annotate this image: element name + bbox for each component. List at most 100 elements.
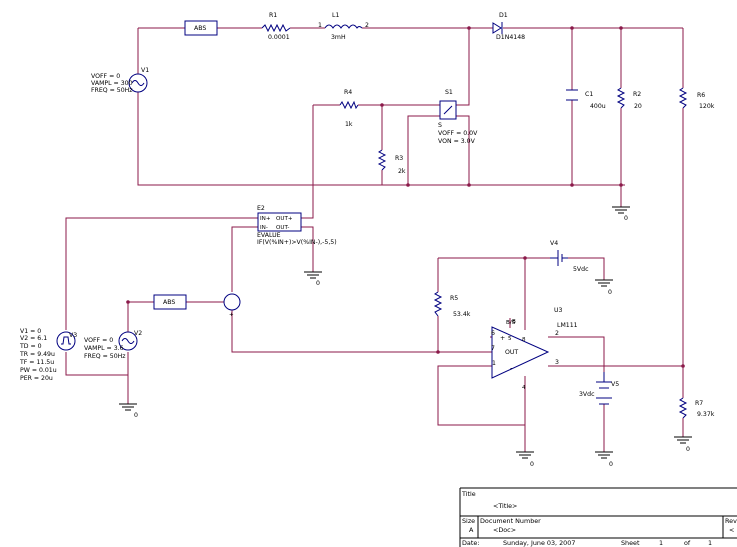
ground-symbol: 0 — [595, 451, 613, 468]
v4-ref: V4 — [550, 240, 558, 247]
ground-symbol: 0 — [119, 403, 138, 419]
resistor-r4: R4 1k — [339, 89, 359, 128]
v5-ref: V5 — [611, 381, 619, 388]
source-v1: V1 VOFF = 0 VAMPL = 300 FREQ = 50Hz — [91, 67, 149, 94]
junctions — [126, 26, 685, 368]
s1-param-1: VON = 3.0V — [438, 138, 476, 145]
v5-value: 3Vdc — [579, 391, 595, 398]
v2-param-2: FREQ = 50Hz — [84, 353, 126, 360]
u3-pin-7: 7 — [491, 345, 495, 352]
ground-label: 0 — [134, 412, 138, 419]
resistor-r1: R1 0.0001 — [261, 12, 291, 41]
ground-symbol: 0 — [674, 436, 692, 453]
resistor-r3: R3 2k — [377, 149, 406, 175]
s1-ref: S1 — [445, 89, 453, 96]
v3-param-5: PW = 0.01u — [20, 367, 57, 374]
u3-pin-8: 8 — [522, 337, 526, 343]
r4-ref: R4 — [344, 89, 352, 96]
resistor-r7: R7 9.37k — [678, 397, 715, 419]
d1-ref: D1 — [499, 12, 508, 19]
r5-ref: R5 — [450, 295, 458, 302]
e2-out-plus: OUT+ — [276, 216, 293, 222]
d1-value: D1N4148 — [496, 34, 525, 41]
c1-ref: C1 — [585, 91, 593, 98]
ground-label: 0 — [608, 289, 612, 296]
source-v2: V2 VOFF = 0 VAMPL = 3.6 FREQ = 50Hz — [84, 330, 142, 360]
l1-pin2: 2 — [365, 22, 369, 29]
s1-sub: S — [438, 122, 442, 129]
r5-value: 53.4k — [453, 311, 471, 318]
v3-param-4: TF = 11.5u — [19, 359, 54, 366]
r3-ref: R3 — [395, 155, 403, 162]
battery-v5: V5 3Vdc — [579, 372, 619, 405]
v2-param-0: VOFF = 0 — [84, 337, 113, 344]
wires — [65, 27, 684, 452]
of-label: of — [684, 539, 691, 547]
e2-expr: IF(V(%IN+)>V(%IN-),-5,5) — [257, 239, 337, 246]
ground-symbol: 0 — [595, 279, 613, 296]
r2-value: 20 — [634, 103, 642, 110]
rev-value: < — [729, 526, 734, 534]
u3-ref: U3 — [554, 307, 563, 314]
r6-ref: R6 — [697, 92, 705, 99]
of-value: 1 — [708, 539, 712, 547]
u3-pin-1: 1 — [492, 360, 496, 367]
docnum-label: Document Number — [480, 517, 541, 525]
u3-pin-2: 2 — [555, 330, 559, 337]
u3-pin-3: 3 — [555, 359, 559, 366]
ground-label: 0 — [624, 215, 628, 222]
e2-ref: E2 — [257, 205, 265, 212]
l1-ref: L1 — [332, 12, 339, 19]
v2-param-1: VAMPL = 3.6 — [84, 345, 124, 352]
resistor-r2: R2 20 — [616, 87, 642, 110]
inductor-l1: 1 2 L1 3mH — [318, 12, 369, 41]
u3-label-bs: B/S — [506, 320, 516, 326]
abs-block-2: ABS — [153, 294, 187, 310]
resistor-r5: R5 53.4k — [433, 291, 471, 318]
abs-block-2-label: ABS — [163, 299, 175, 306]
v3-param-0: V1 = 0 — [20, 328, 41, 335]
ground-symbol: 0 — [516, 451, 534, 468]
l1-value: 3mH — [331, 34, 346, 41]
u3-label-b: B — [512, 319, 516, 325]
title-block: Title <Title> Size A Document Number <Do… — [459, 487, 737, 547]
r1-ref: R1 — [269, 12, 277, 19]
rev-label: Rev — [725, 517, 737, 525]
u3-out: OUT — [505, 349, 518, 356]
summing-junction: + — [223, 293, 241, 318]
u3-model: LM111 — [557, 322, 578, 329]
title-value: <Title> — [493, 502, 517, 510]
e2-in-plus: IN+ — [260, 216, 271, 222]
r7-ref: R7 — [695, 400, 703, 407]
ground-label: 0 — [686, 446, 690, 453]
c1-value: 400u — [590, 103, 606, 110]
diode-d1: D1 D1N4148 — [492, 12, 525, 41]
v3-param-6: PER = 20u — [20, 375, 53, 382]
abs-block-1-label: ABS — [194, 25, 206, 32]
v1-param-1: VAMPL = 300 — [91, 80, 133, 87]
e2-type: EVALUE — [257, 232, 281, 239]
ground-label: 0 — [316, 280, 320, 287]
e2-in-minus: IN- — [260, 225, 268, 231]
size-label: Size — [462, 517, 475, 525]
pulse-source-v3: V3 V1 = 0 V2 = 6.1 TD = 0 TR = 9.49u TF … — [19, 328, 77, 382]
u3-pin-4: 4 — [522, 385, 526, 391]
evalue-e2: E2 IN+ OUT+ IN- OUT- EVALUE IF(V(%IN+)>V… — [257, 205, 337, 246]
switch-s1: S1 S VOFF = 0.0V VON = 3.0V — [438, 89, 478, 145]
e2-out-minus: OUT- — [276, 225, 289, 231]
ground-label: 0 — [609, 461, 613, 468]
u3-plus: + — [500, 335, 505, 342]
v1-param-0: VOFF = 0 — [91, 73, 120, 80]
r1-value: 0.0001 — [268, 34, 290, 41]
capacitor-c1: C1 400u — [566, 89, 606, 110]
s1-param-0: VOFF = 0.0V — [438, 130, 478, 137]
v3-ref: V3 — [69, 332, 77, 339]
v2-ref: V2 — [134, 330, 142, 337]
docnum-value: <Doc> — [493, 526, 516, 534]
ground-label: 0 — [530, 461, 534, 468]
r2-ref: R2 — [633, 91, 641, 98]
ground-symbol: 0 — [612, 206, 630, 222]
r3-value: 2k — [398, 168, 406, 175]
v3-param-2: TD = 0 — [19, 343, 42, 350]
